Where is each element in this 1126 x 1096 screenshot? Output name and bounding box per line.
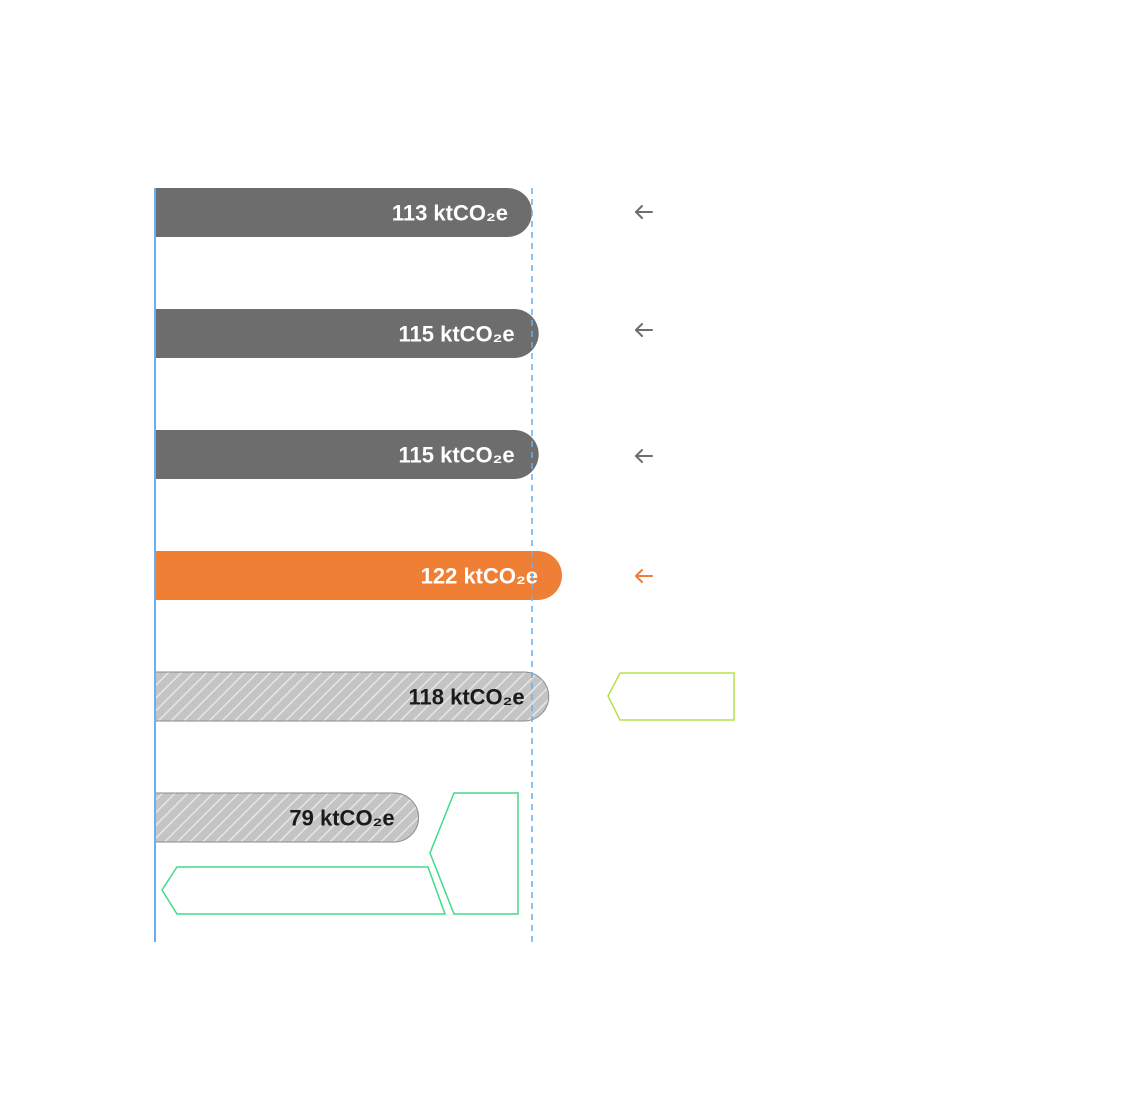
bar — [155, 430, 539, 479]
arrow-left-icon — [635, 323, 653, 337]
bar-highlighted — [155, 551, 563, 600]
bar — [155, 188, 532, 237]
arrow-left-icon — [635, 205, 653, 219]
bar-value-label: 118 ktCO₂e — [408, 685, 524, 710]
arrow-left-icon — [635, 449, 653, 463]
bar-value-label: 115 ktCO₂e — [398, 322, 514, 347]
arrow-left-icon — [635, 569, 653, 583]
bar — [155, 309, 539, 358]
bar-hatched — [154, 792, 419, 843]
bar-value-label: 113 ktCO₂e — [392, 201, 508, 226]
annotation-outline-shape — [161, 866, 447, 915]
bar-value-label: 115 ktCO₂e — [398, 443, 514, 468]
bar-value-label: 79 ktCO₂e — [289, 806, 394, 831]
bar-value-label: 122 ktCO₂e — [421, 564, 538, 589]
annotation-outline-shape — [429, 792, 519, 915]
annotation-outline-shape — [607, 672, 735, 721]
